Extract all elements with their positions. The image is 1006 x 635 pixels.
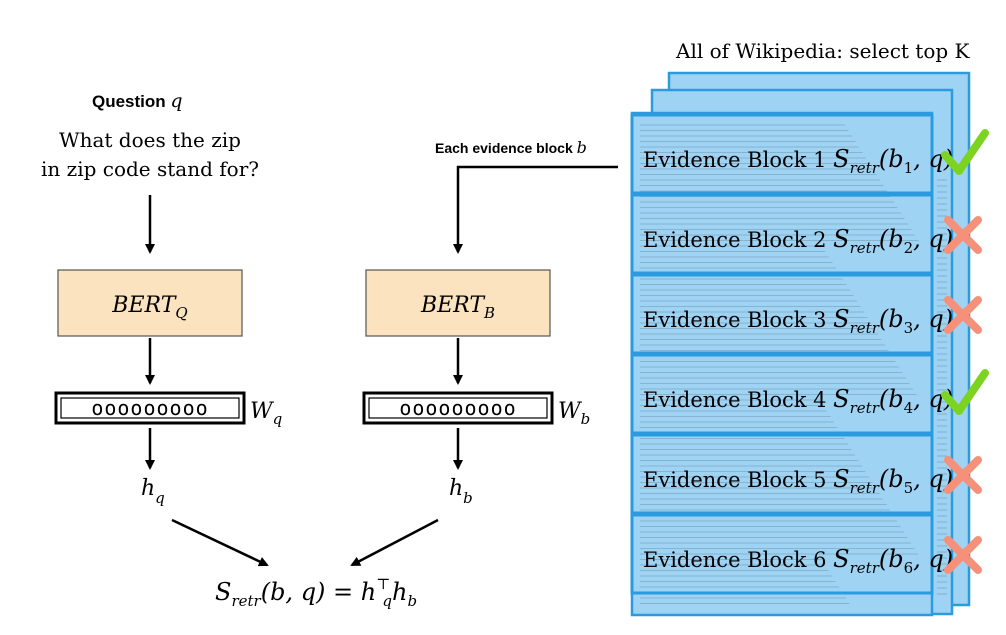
evidence-block-name: Evidence Block 6 [643,548,833,572]
evidence-block-frame [630,273,934,355]
evidence-block-name: Evidence Block 2 [643,228,833,252]
hq-label: hq [141,476,165,507]
page-front [630,111,934,617]
bert-b-label: BERTB [420,293,495,322]
weight-b-label: Wb [558,399,590,428]
check-icon [941,369,989,415]
cross-icon [944,456,982,494]
vector-b-cells: ooooooooo [399,396,516,420]
bert-b-box [365,269,551,337]
arrow-hb-to-score [350,518,439,567]
cross-icon [944,296,982,334]
check-icon [941,129,989,175]
evidence-block-text: Evidence Block 2 Sretr(b2, q) [643,225,953,257]
vector-b-inner [368,397,548,419]
evidence-block-score: S [833,225,849,253]
evidence-block-name: Evidence Block 4 [643,388,833,412]
evidence-block-list: Evidence Block 1 Sretr(b1, q)Evidence Bl… [630,113,989,595]
bert-q-label: BERTQ [111,293,187,322]
faint-text-lines [640,124,947,605]
evidence-block-text: Evidence Block 3 Sretr(b3, q) [643,305,953,337]
evidence-block-score: S [833,385,849,413]
evidence-block-text: Evidence Block 4 Sretr(b4, q) [643,385,953,417]
wikipedia-title: All of Wikipedia: select top K [675,39,971,63]
evidence-block-name: Evidence Block 1 [643,148,833,172]
score-formula: Sretr(b, q) = h⊤qhb [215,575,417,610]
evidence-block-frame [630,513,934,595]
evidence-block-score: S [833,465,849,493]
evidence-block-name: Evidence Block 5 [643,468,833,492]
evidence-block-frame [630,113,934,195]
cross-icon [944,536,982,574]
evidence-block-label: Each evidence block b [435,138,587,157]
question-text-line1: What does the zip [59,128,241,152]
cross-icon [944,216,982,254]
evidence-block-score: S [833,305,849,333]
question-text-line2: in zip code stand for? [41,157,259,181]
evidence-block-text: Evidence Block 5 Sretr(b5, q) [643,465,953,497]
evidence-block-name: Evidence Block 3 [643,308,833,332]
vector-q-cells: ooooooooo [91,396,208,420]
bert-q-box [57,269,243,337]
evidence-block-frame [630,433,934,515]
evidence-block-score: S [833,145,849,173]
hb-label: hb [449,476,473,507]
question-heading: Question q [92,90,183,112]
weight-q-label: Wq [250,399,282,428]
evidence-block-frame [630,193,934,275]
vector-q-inner [60,397,240,419]
evidence-block-score: S [833,545,849,573]
evidence-block-frame [630,353,934,435]
evidence-block-text: Evidence Block 6 Sretr(b6, q) [643,545,953,577]
arrow-evidence-to-bertb [453,165,618,254]
arrow-hq-to-score [171,518,269,567]
